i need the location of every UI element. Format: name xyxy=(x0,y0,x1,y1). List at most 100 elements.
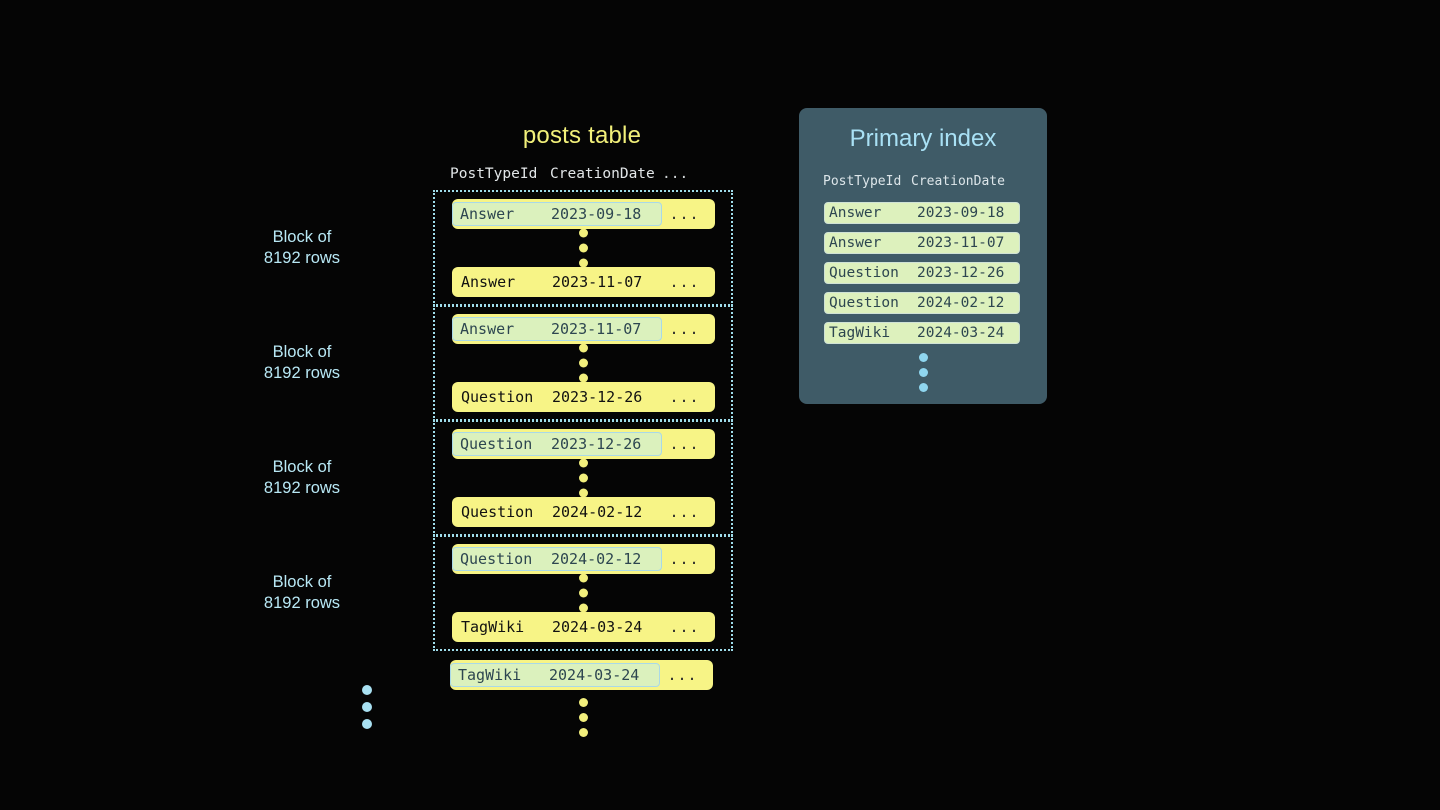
row-cell-posttypeid: TagWiki xyxy=(458,666,522,684)
dot xyxy=(362,702,372,712)
index-row: Question 2023-12-26 xyxy=(824,262,1020,284)
table-row: Question 2023-12-26 ... xyxy=(452,382,715,412)
dot xyxy=(578,358,588,368)
vertical-ellipsis-dots xyxy=(435,458,731,498)
block-label-line1: Block of xyxy=(272,228,332,246)
dot xyxy=(918,368,928,377)
table-block: Block of 8192 rows Answer 2023-11-07 ...… xyxy=(264,305,733,421)
dot xyxy=(362,685,372,695)
row-cell-ellipsis: ... xyxy=(669,273,700,291)
row-cell-creationdate: 2024-02-12 xyxy=(551,550,642,568)
table-row: Answer 2023-11-07 ... xyxy=(452,267,715,297)
posts-column-header-ellipsis: ... xyxy=(662,166,689,182)
index-row: Answer 2023-11-07 xyxy=(824,232,1020,254)
row-cell-ellipsis: ... xyxy=(667,666,698,684)
table-row: TagWiki 2024-03-24 ... xyxy=(452,612,715,642)
index-row: TagWiki 2024-03-24 xyxy=(824,322,1020,344)
row-cell-posttypeid: TagWiki xyxy=(461,618,525,636)
row-cell-creationdate: 2023-09-18 xyxy=(551,205,642,223)
block-label-line1: Block of xyxy=(272,458,332,476)
dot xyxy=(578,243,588,253)
row-cell-posttypeid: Answer xyxy=(460,205,515,223)
table-row: Answer 2023-09-18 ... xyxy=(452,199,715,229)
row-cell-ellipsis: ... xyxy=(669,618,700,636)
table-block: Block of 8192 rows Question 2024-02-12 .… xyxy=(264,535,733,651)
table-block: Block of 8192 rows Answer 2023-09-18 ...… xyxy=(264,190,733,306)
dot xyxy=(578,573,588,583)
dot xyxy=(918,383,928,392)
dot xyxy=(578,713,588,722)
index-column-header-creationdate: CreationDate xyxy=(911,174,1005,189)
posts-column-header-creationdate: CreationDate xyxy=(550,166,655,182)
row-cells: Answer 2023-11-07 xyxy=(452,267,662,297)
table-row: Question 2023-12-26 ... xyxy=(452,429,715,459)
row-cell-creationdate: 2023-12-26 xyxy=(551,435,642,453)
posts-table-column-headers: PostTypeId CreationDate ... xyxy=(450,166,713,182)
vertical-ellipsis-dots xyxy=(435,228,731,268)
index-column-header-posttypeid: PostTypeId xyxy=(823,174,902,189)
trailing-row-container: TagWiki 2024-03-24 ... xyxy=(433,660,733,692)
dot xyxy=(578,728,588,737)
row-cell-creationdate: 2024-03-24 xyxy=(549,666,640,684)
index-cell-posttypeid: Question xyxy=(829,295,899,311)
dot xyxy=(578,603,588,613)
index-cell-posttypeid: Answer xyxy=(829,235,882,251)
row-cell-posttypeid: Question xyxy=(461,503,534,521)
primary-index-title: Primary index xyxy=(849,125,997,152)
dot xyxy=(578,373,588,383)
vertical-ellipsis-dots xyxy=(435,573,731,613)
row-cell-posttypeid: Question xyxy=(460,435,533,453)
block-label-line2: 8192 rows xyxy=(263,364,341,382)
dot xyxy=(578,588,588,598)
posts-table-title: posts table xyxy=(522,122,642,149)
index-row: Answer 2023-09-18 xyxy=(824,202,1020,224)
dot xyxy=(578,458,588,468)
index-cell-creationdate: 2023-12-26 xyxy=(917,265,1005,281)
row-cell-creationdate: 2023-12-26 xyxy=(552,388,643,406)
row-cell-posttypeid: Question xyxy=(461,388,534,406)
block-label-line2: 8192 rows xyxy=(263,594,341,612)
block-label: Block of 8192 rows xyxy=(227,457,377,499)
row-cell-posttypeid: Answer xyxy=(460,320,515,338)
row-cells: Question 2024-02-12 xyxy=(452,497,662,527)
dot xyxy=(578,698,588,707)
index-rows: Answer 2023-09-18 Answer 2023-11-07 Ques… xyxy=(824,202,1020,344)
dot xyxy=(578,343,588,353)
dot xyxy=(918,353,928,362)
row-cell-posttypeid: Question xyxy=(460,550,533,568)
row-highlight-box: Answer 2023-09-18 xyxy=(452,202,662,226)
index-cell-posttypeid: Answer xyxy=(829,205,882,221)
row-highlight-box: TagWiki 2024-03-24 xyxy=(450,663,660,687)
table-row: TagWiki 2024-03-24 ... xyxy=(450,660,713,690)
index-column-headers: PostTypeId CreationDate xyxy=(823,174,1023,189)
row-cell-ellipsis: ... xyxy=(669,205,700,223)
row-cells: TagWiki 2024-03-24 xyxy=(452,612,662,642)
row-cells: Question 2023-12-26 xyxy=(452,382,662,412)
dot xyxy=(578,258,588,268)
row-cell-posttypeid: Answer xyxy=(461,273,516,291)
row-cell-ellipsis: ... xyxy=(669,550,700,568)
index-cell-posttypeid: Question xyxy=(829,265,899,281)
index-cell-posttypeid: TagWiki xyxy=(829,325,891,341)
blocks-continue-dots xyxy=(362,685,372,729)
table-row: Question 2024-02-12 ... xyxy=(452,544,715,574)
table-row: Question 2024-02-12 ... xyxy=(452,497,715,527)
row-cell-creationdate: 2023-11-07 xyxy=(552,273,643,291)
block-label: Block of 8192 rows xyxy=(227,572,377,614)
primary-index-panel: Primary index PostTypeId CreationDate An… xyxy=(799,108,1047,404)
index-cell-creationdate: 2024-03-24 xyxy=(917,325,1005,341)
block-label-line1: Block of xyxy=(272,573,332,591)
dot xyxy=(362,719,372,729)
posts-column-header-posttypeid: PostTypeId xyxy=(450,166,538,182)
block-label-line2: 8192 rows xyxy=(263,249,341,267)
table-block: Block of 8192 rows Question 2023-12-26 .… xyxy=(264,420,733,536)
row-cell-creationdate: 2024-03-24 xyxy=(552,618,643,636)
index-continues-dots xyxy=(799,353,1047,392)
block-label-line2: 8192 rows xyxy=(263,479,341,497)
table-continues-dots xyxy=(433,698,733,737)
row-highlight-box: Question 2024-02-12 xyxy=(452,547,662,571)
posts-table-blocks: Block of 8192 rows Answer 2023-09-18 ...… xyxy=(264,190,733,651)
dot xyxy=(578,488,588,498)
row-cell-ellipsis: ... xyxy=(669,320,700,338)
